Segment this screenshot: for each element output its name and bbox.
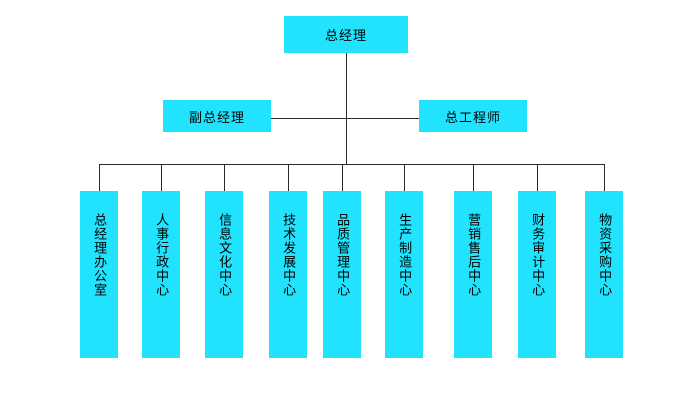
node-gm-office-label: 总经理办公室 [92, 213, 108, 297]
node-marketing-aftersales-center-label: 营销售后中心 [466, 213, 482, 297]
connector-drop-marketing-aftersales-center [473, 164, 474, 191]
connector-drop-info-culture-center [224, 164, 225, 191]
node-production-manufacturing-center-label: 生产制造中心 [397, 213, 413, 297]
node-tech-development-center[interactable]: 技术发展中心 [269, 191, 307, 358]
node-production-manufacturing-center[interactable]: 生产制造中心 [385, 191, 423, 358]
node-hr-admin-center[interactable]: 人事行政中心 [142, 191, 180, 358]
node-hr-admin-center-label: 人事行政中心 [154, 213, 170, 297]
node-chief-engineer-label: 总工程师 [444, 109, 501, 125]
node-materials-procurement-center[interactable]: 物资采购中心 [585, 191, 623, 358]
node-gm-office[interactable]: 总经理办公室 [80, 191, 118, 358]
connector-drop-hr-admin-center [161, 164, 162, 191]
connector-drop-tech-development-center [288, 164, 289, 191]
connector-drop-materials-procurement-center [604, 164, 605, 191]
connector-ceo-to-departments [346, 53, 347, 165]
connector-drop-finance-audit-center [537, 164, 538, 191]
node-deputy-gm[interactable]: 副总经理 [163, 100, 271, 132]
node-materials-procurement-center-label: 物资采购中心 [597, 213, 613, 297]
node-chief-engineer[interactable]: 总工程师 [419, 100, 527, 132]
node-info-culture-center-label: 信息文化中心 [217, 213, 233, 297]
node-info-culture-center[interactable]: 信息文化中心 [205, 191, 243, 358]
node-tech-development-center-label: 技术发展中心 [281, 213, 297, 297]
connector-drop-production-manufacturing-center [404, 164, 405, 191]
node-marketing-aftersales-center[interactable]: 营销售后中心 [454, 191, 492, 358]
node-quality-management-center-label: 品质管理中心 [335, 213, 351, 297]
connector-drop-gm-office [99, 164, 100, 191]
connector-level2-bar [271, 118, 419, 119]
node-deputy-gm-label: 副总经理 [188, 109, 245, 125]
node-finance-audit-center-label: 财务审计中心 [530, 213, 546, 297]
node-ceo-label: 总经理 [324, 28, 367, 43]
connector-drop-quality-management-center [342, 164, 343, 191]
node-finance-audit-center[interactable]: 财务审计中心 [518, 191, 556, 358]
connector-department-bus [99, 164, 605, 165]
node-quality-management-center[interactable]: 品质管理中心 [323, 191, 361, 358]
node-ceo[interactable]: 总经理 [284, 16, 408, 53]
